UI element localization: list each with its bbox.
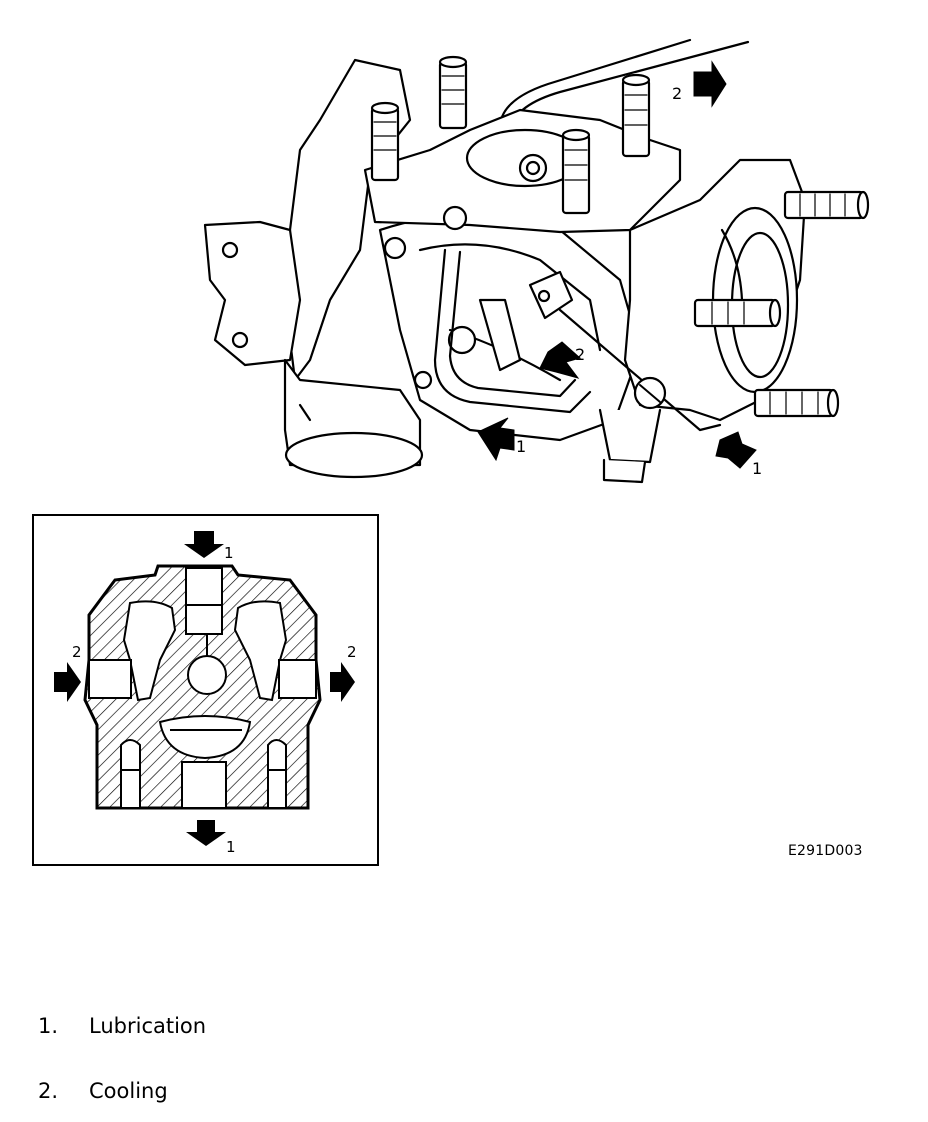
lubrication-arrow-right	[715, 431, 757, 469]
callout-lubrication-right: 1	[752, 459, 762, 478]
cooling-arrow-top	[693, 60, 727, 108]
callout-cooling-mid: 2	[575, 345, 585, 364]
figure-code: E291D003	[788, 843, 863, 859]
legend-item-lubrication: 1. Lubrication	[38, 1014, 206, 1038]
inset-cooling-in-arrow	[54, 662, 81, 702]
inset-lubrication-in-arrow	[184, 531, 224, 558]
legend-number: 2.	[38, 1079, 59, 1103]
inset-callout-cooling-right: 2	[347, 643, 357, 661]
turbocharger-illustration	[203, 38, 870, 484]
legend-label: Lubrication	[89, 1014, 207, 1038]
flange-studs	[370, 55, 651, 215]
inset-callout-lubrication-top: 1	[224, 544, 234, 562]
flow-arrows-illustration	[477, 60, 757, 469]
inset-cooling-out-arrow	[330, 662, 355, 702]
turbocharger-diagram: 2 2 1 1	[32, 38, 870, 866]
legend-item-cooling: 2. Cooling	[38, 1079, 168, 1103]
cooling-arrow-mid	[539, 341, 582, 379]
inset-lubrication-out-arrow	[186, 820, 226, 846]
inset-callout-lubrication-bottom: 1	[226, 838, 236, 856]
legend-number: 1.	[38, 1014, 59, 1038]
callout-lubrication-left: 1	[516, 437, 526, 456]
section-inset: 1 1 2 2	[32, 514, 379, 866]
lubrication-arrow-left	[477, 417, 515, 462]
legend-label: Cooling	[89, 1079, 168, 1103]
inset-callout-cooling-left: 2	[72, 643, 82, 661]
callout-cooling-top: 2	[672, 84, 682, 103]
